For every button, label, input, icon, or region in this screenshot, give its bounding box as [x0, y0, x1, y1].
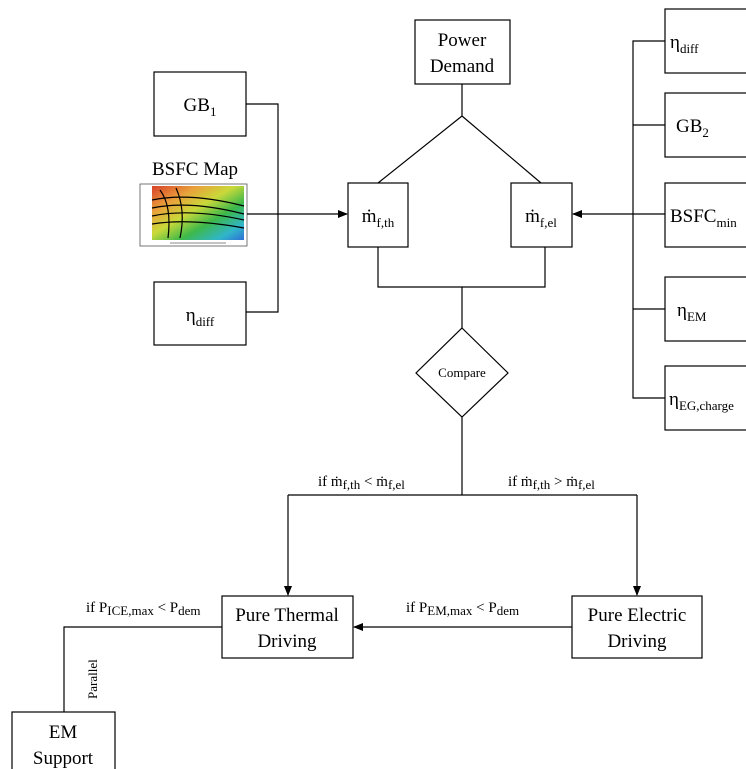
gb1-label: GB1 — [184, 95, 217, 119]
mf-th-node: ṁf,th — [347, 182, 409, 248]
thermal-to-support-line — [63, 626, 222, 712]
pure-thermal-node: Pure Thermal Driving — [221, 595, 354, 659]
right-input-gb2-label: GB2 — [676, 116, 709, 140]
left-input-bus — [246, 103, 279, 313]
pure-electric-line1: Pure Electric — [588, 605, 687, 626]
bsfc-map-node: BSFC Map — [139, 159, 248, 247]
right-input-bsfc-min-label: BSFCmin — [670, 206, 737, 230]
power-demand-node: Power Demand — [414, 19, 511, 85]
edge-label-to-electric: if ṁf,th > ṁf,el — [508, 474, 595, 492]
pure-thermal-line2: Driving — [257, 631, 317, 652]
eta-diff-left-node: ηdiff — [153, 281, 247, 346]
right-input-gb2: GB2 — [664, 92, 746, 158]
compare-split — [288, 417, 637, 496]
mf-el-label: ṁf,el — [525, 206, 557, 230]
compare-decision: Compare — [415, 327, 509, 418]
pure-thermal-line1: Pure Thermal — [235, 605, 339, 626]
edge-label-to-thermal: if ṁf,th < ṁf,el — [318, 474, 405, 492]
mf-el-node: ṁf,el — [510, 182, 573, 248]
right-input-eta-eg-charge-label: ηEG,charge — [669, 389, 734, 413]
right-input-bus — [632, 40, 665, 399]
right-input-bsfc-min: BSFCmin — [664, 182, 746, 248]
em-support-line2: Support — [33, 748, 94, 769]
power-demand-line2: Demand — [430, 56, 495, 77]
gb1-node: GB1 — [153, 71, 247, 137]
right-input-eta-em-label: ηEM — [677, 300, 707, 324]
em-support-node: EM Support — [11, 711, 116, 769]
bsfc-map-image — [139, 183, 248, 247]
pure-electric-line2: Driving — [607, 631, 667, 652]
power-demand-line1: Power — [438, 30, 487, 51]
edge-label-thermal-to-support: if PICE,max < Pdem — [86, 600, 201, 618]
edge-label-parallel: Parallel — [85, 659, 100, 699]
fuel-rate-merge — [377, 247, 546, 328]
right-input-eta-diff: ηdiff — [664, 8, 746, 74]
compare-label: Compare — [438, 365, 486, 380]
right-input-eta-eg-charge: ηEG,charge — [664, 365, 746, 431]
right-input-eta-em: ηEM — [664, 276, 746, 342]
demand-connector — [377, 84, 542, 184]
edge-label-electric-to-thermal: if PEM,max < Pdem — [406, 600, 519, 618]
right-input-eta-diff-label: ηdiff — [670, 32, 699, 56]
pure-electric-node: Pure Electric Driving — [571, 595, 703, 659]
em-support-line1: EM — [49, 722, 78, 743]
mf-th-label: ṁf,th — [362, 206, 395, 230]
bsfc-map-label: BSFC Map — [152, 159, 238, 180]
eta-diff-left-label: ηdiff — [186, 305, 215, 329]
